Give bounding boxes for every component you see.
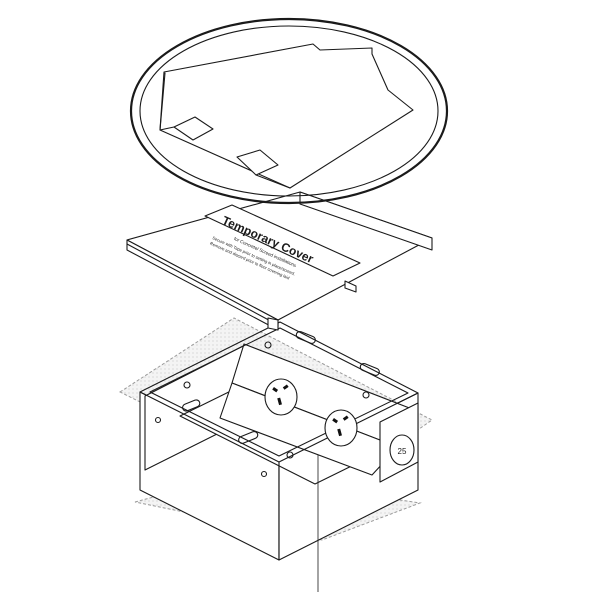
conduit-entry-label: 25 <box>398 447 407 456</box>
power-outlet-2 <box>324 409 358 447</box>
detail-callout <box>129 17 449 205</box>
power-outlet-1 <box>264 378 298 416</box>
conduit-entry: 25 <box>389 434 415 466</box>
floor-box <box>139 321 419 592</box>
temporary-cover <box>126 191 433 331</box>
cover-plan-view <box>159 43 414 189</box>
